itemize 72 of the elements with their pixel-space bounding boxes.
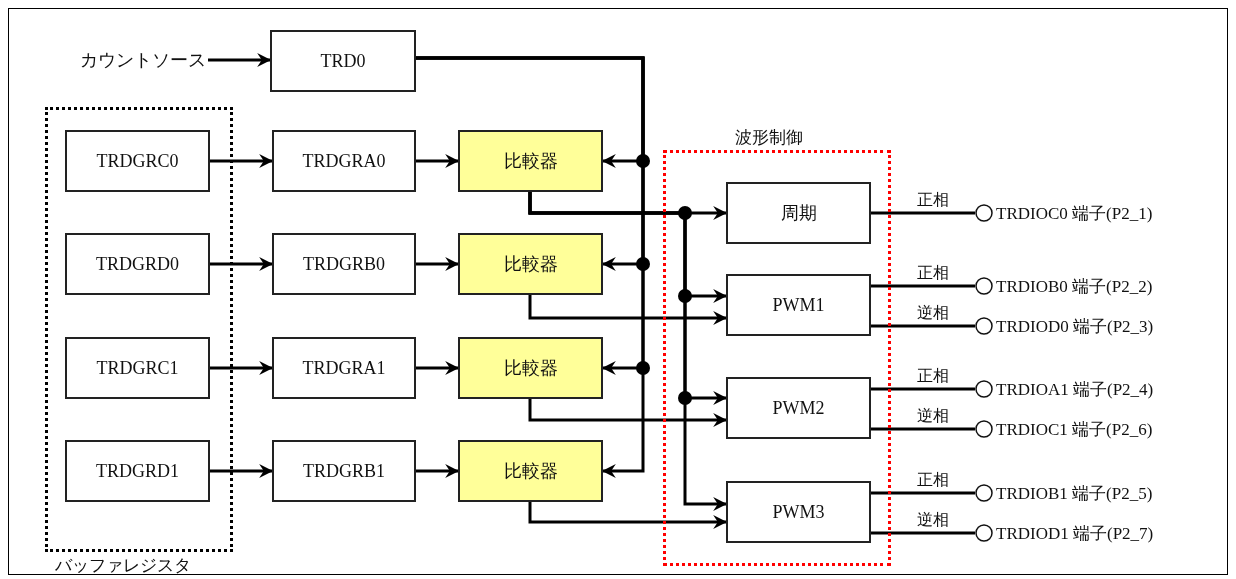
terminal-label: TRDIOA1 端子(P2_4) xyxy=(996,378,1154,401)
arrow xyxy=(210,464,274,478)
arrow xyxy=(416,56,645,478)
box-label: TRDGRB1 xyxy=(303,460,385,482)
arrow xyxy=(210,257,274,271)
comparator-box xyxy=(458,233,603,295)
register-box xyxy=(272,440,416,502)
register-box xyxy=(272,233,416,295)
arrow xyxy=(528,295,728,325)
arrow xyxy=(416,464,460,478)
arrow xyxy=(416,154,460,168)
terminal-label: TRDIOC0 端子(P2_1) xyxy=(996,202,1153,225)
terminal-label: TRDIOD1 端子(P2_7) xyxy=(996,522,1154,545)
box-label: TRDGRA1 xyxy=(302,357,386,379)
register-box xyxy=(726,481,871,543)
box-label: TRDGRC0 xyxy=(96,150,179,172)
edge-label: 正相 xyxy=(915,264,951,282)
terminal-label: TRDIOD0 端子(P2_3) xyxy=(996,315,1154,338)
edge-label: 逆相 xyxy=(915,511,951,529)
register-box xyxy=(65,233,210,295)
arrow xyxy=(416,361,460,375)
arrow xyxy=(210,361,274,375)
connector-line xyxy=(871,491,975,495)
connector-line xyxy=(871,284,975,288)
box-label: 比較器 xyxy=(503,150,558,173)
register-box xyxy=(65,130,210,192)
box-label: 周期 xyxy=(780,202,817,225)
connector-line xyxy=(871,387,975,391)
box-label: TRD0 xyxy=(320,50,366,72)
box-label: 比較器 xyxy=(503,253,558,276)
arrow xyxy=(528,399,728,427)
connector-line xyxy=(871,324,975,328)
box-label: TRDGRC1 xyxy=(96,357,179,379)
terminal-label: TRDIOB1 端子(P2_5) xyxy=(996,482,1153,505)
arrow xyxy=(528,192,728,511)
box-label: TRDGRA0 xyxy=(302,150,386,172)
register-box xyxy=(65,337,210,399)
box-label: 比較器 xyxy=(503,357,558,380)
arrow xyxy=(210,154,274,168)
group-label: バッファレジスタ xyxy=(55,555,191,577)
comparator-box xyxy=(458,130,603,192)
register-box xyxy=(270,30,416,92)
terminal-label: TRDIOC1 端子(P2_6) xyxy=(996,418,1153,441)
register-box xyxy=(272,337,416,399)
source-label: カウントソース xyxy=(80,49,206,71)
edge-label: 正相 xyxy=(915,191,951,209)
box-label: PWM1 xyxy=(772,294,825,316)
box-label: TRDGRB0 xyxy=(303,253,385,275)
connector-line xyxy=(871,211,975,215)
comparator-box xyxy=(458,440,603,502)
connector-line xyxy=(871,531,975,535)
box-label: 比較器 xyxy=(503,460,558,483)
edge-label: 正相 xyxy=(915,367,951,385)
box-label: PWM2 xyxy=(772,397,825,419)
register-box xyxy=(726,274,871,336)
register-box xyxy=(65,440,210,502)
box-label: TRDGRD0 xyxy=(96,253,179,275)
connector-line xyxy=(871,427,975,431)
arrow xyxy=(528,502,728,529)
register-box xyxy=(726,377,871,439)
edge-label: 正相 xyxy=(915,471,951,489)
arrow xyxy=(416,257,460,271)
edge-label: 逆相 xyxy=(915,304,951,322)
terminal-label: TRDIOB0 端子(P2_2) xyxy=(996,275,1153,298)
box-label: PWM3 xyxy=(772,501,825,523)
arrow xyxy=(208,53,272,67)
edge-label: 逆相 xyxy=(915,407,951,425)
register-box xyxy=(272,130,416,192)
comparator-box xyxy=(458,337,603,399)
box-label: TRDGRD1 xyxy=(96,460,179,482)
group-label: 波形制御 xyxy=(735,127,803,149)
register-box xyxy=(726,182,871,244)
